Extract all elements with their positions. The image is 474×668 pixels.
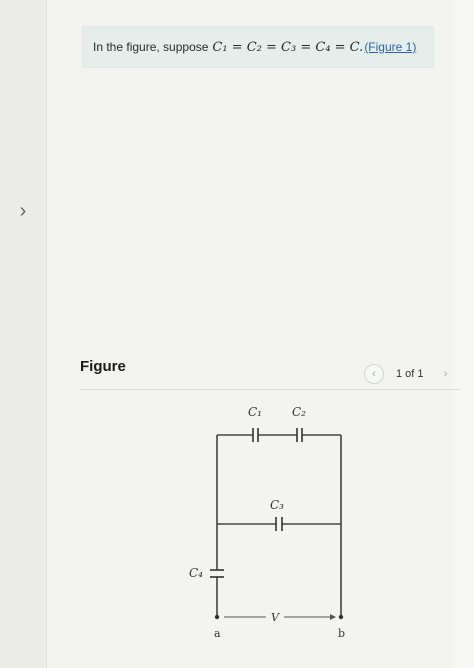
chevron-left-icon: ‹ <box>372 368 376 380</box>
label-terminal-b: b <box>338 627 345 640</box>
capacitor-c3 <box>275 517 283 531</box>
next-figure-button[interactable]: › <box>436 364 456 384</box>
figure-pager: ‹ 1 of 1 › <box>364 364 456 384</box>
label-c4: C₄ <box>189 566 203 580</box>
figure-divider <box>80 389 460 390</box>
label-c3: C₃ <box>270 498 284 512</box>
circuit-wires <box>216 434 342 617</box>
label-c1: C₁ <box>248 405 262 419</box>
chevron-right-icon: › <box>443 368 448 380</box>
problem-text: In the figure, suppose <box>93 40 209 54</box>
problem-statement: In the figure, suppose C₁ = C₂ = C₃ = C₄… <box>82 26 434 68</box>
capacitor-c2 <box>296 428 303 442</box>
terminal-a-dot <box>214 614 220 620</box>
chevron-right-icon[interactable]: › <box>19 200 27 222</box>
label-voltage: V <box>271 611 280 624</box>
problem-equation: C₁ = C₂ = C₃ = C₄ = C. <box>212 39 364 55</box>
label-terminal-a: a <box>214 627 221 640</box>
right-edge-strip <box>452 0 474 668</box>
voltage-arrow <box>224 614 336 620</box>
left-sidebar-strip: › <box>0 0 47 668</box>
capacitor-c1 <box>252 428 259 442</box>
figure-heading: Figure <box>80 358 126 375</box>
figure-link[interactable]: (Figure 1) <box>364 40 417 54</box>
previous-figure-button[interactable]: ‹ <box>364 364 384 384</box>
terminal-b-dot <box>338 614 344 620</box>
label-c2: C₂ <box>292 405 306 419</box>
capacitor-c4 <box>210 569 224 578</box>
figure-page-count: 1 of 1 <box>396 368 424 380</box>
capacitor-circuit-diagram: C₁ C₂ C₃ C₄ a b V <box>189 405 345 640</box>
